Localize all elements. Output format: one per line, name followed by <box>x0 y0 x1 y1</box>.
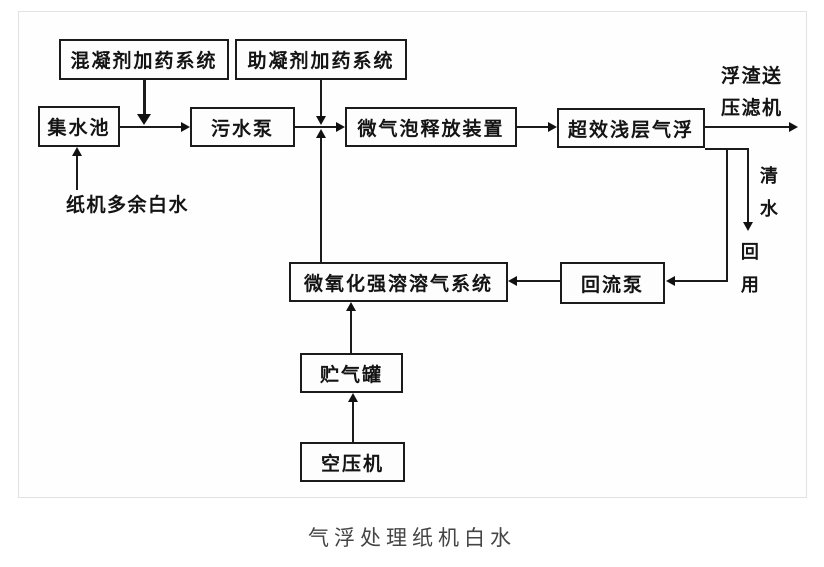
arrowhead-left-icon <box>666 276 675 286</box>
node-label: 贮气罐 <box>319 363 383 386</box>
arrowhead-right-icon <box>548 122 557 132</box>
connector-line <box>705 126 790 128</box>
node-shallow-air-flotation: 超效浅层气浮 <box>557 108 705 148</box>
node-collection-tank: 集水池 <box>38 106 120 147</box>
connector-line <box>350 311 352 353</box>
node-sewage-pump: 污水泵 <box>190 107 295 147</box>
connector-line <box>517 126 550 128</box>
node-flocculant-dosing-system: 助凝剂加药系统 <box>235 39 407 80</box>
arrowhead-up-icon <box>348 393 358 402</box>
clear-water-label: 清水 <box>759 166 778 220</box>
scanned-image-frame <box>18 11 807 498</box>
node-label: 空压机 <box>320 452 384 475</box>
arrowhead-up-icon <box>316 129 326 138</box>
connector-line <box>517 280 560 282</box>
node-label: 微气泡释放装置 <box>357 117 505 140</box>
connector-line <box>747 148 749 222</box>
influent-label: 纸机多余白水 <box>66 194 190 216</box>
arrowhead-down-icon <box>137 114 151 125</box>
arrowhead-down-icon <box>743 222 753 231</box>
node-label: 回流泵 <box>580 273 644 296</box>
node-label: 污水泵 <box>210 117 274 140</box>
figure-caption: 气浮处理纸机白水 <box>308 527 516 550</box>
connector-line <box>320 138 322 263</box>
arrowhead-right-icon <box>336 122 345 132</box>
arrowhead-up-icon <box>72 147 82 156</box>
node-coagulant-dosing-system: 混凝剂加药系统 <box>59 39 229 80</box>
arrowhead-left-icon <box>508 276 517 286</box>
node-return-pump: 回流泵 <box>560 262 665 304</box>
connector-line <box>76 156 78 190</box>
connector-line <box>120 126 182 128</box>
connector-line <box>352 402 354 442</box>
node-microbubble-release-device: 微气泡释放装置 <box>345 107 517 147</box>
node-label: 助凝剂加药系统 <box>247 50 395 72</box>
node-air-storage-tank: 贮气罐 <box>300 353 403 393</box>
connector-line <box>320 79 322 116</box>
node-label: 集水池 <box>47 117 111 139</box>
scum-label-line2: 压滤机 <box>721 97 783 119</box>
scum-to-filter-press-label: 浮渣送 压滤机 <box>721 60 803 124</box>
node-label: 微氧化强溶溶气系统 <box>303 272 493 295</box>
connector-line <box>295 126 338 128</box>
arrowhead-up-icon <box>346 302 356 311</box>
connector-line <box>726 148 728 282</box>
arrowhead-down-icon <box>316 116 326 125</box>
scum-label-line1: 浮渣送 <box>721 65 783 87</box>
arrowhead-right-icon <box>181 122 190 132</box>
node-label: 超效浅层气浮 <box>567 118 694 141</box>
reuse-label: 回用 <box>740 242 759 296</box>
arrowhead-right-icon <box>789 122 798 132</box>
node-air-compressor: 空压机 <box>300 442 405 482</box>
connector-line <box>675 280 728 282</box>
node-micro-oxidation-dissolved-air-system: 微氧化强溶溶气系统 <box>289 262 508 302</box>
connector-line <box>143 79 146 115</box>
node-label: 混凝剂加药系统 <box>70 50 218 72</box>
